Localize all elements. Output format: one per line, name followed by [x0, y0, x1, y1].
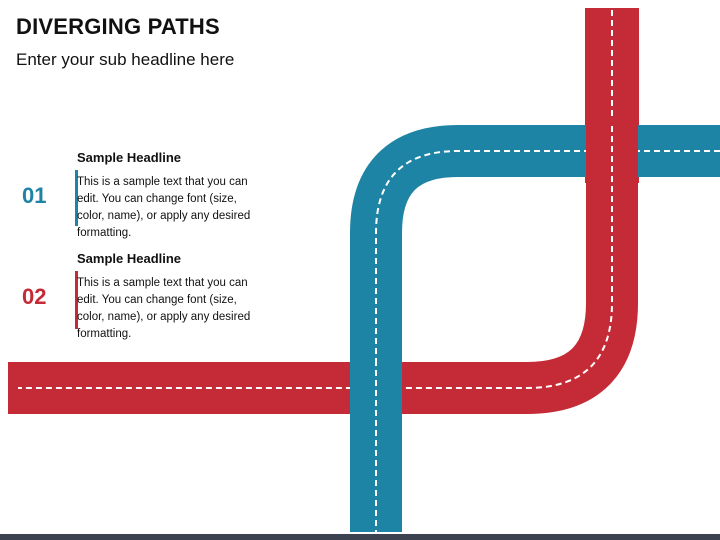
- list-item-01: Sample Headline 01 This is a sample text…: [16, 150, 256, 245]
- blue-path-bottom-segment: [350, 360, 402, 532]
- slide-title: DIVERGING PATHS: [16, 14, 220, 39]
- item-number: 02: [22, 284, 47, 309]
- footer-bar: [0, 534, 720, 540]
- item-divider: [75, 170, 78, 226]
- list-item-02: Sample Headline 02 This is a sample text…: [16, 251, 256, 346]
- item-number: 01: [22, 183, 47, 208]
- item-headline: Sample Headline: [77, 251, 182, 266]
- item-headline: Sample Headline: [77, 150, 182, 165]
- slide-subtitle: Enter your sub headline here: [16, 50, 235, 69]
- item-text: This is a sample text that you can edit.…: [77, 277, 251, 340]
- item-divider: [75, 271, 78, 329]
- red-path: [8, 120, 638, 414]
- item-text: This is a sample text that you can edit.…: [77, 176, 251, 239]
- blue-path: [350, 125, 720, 532]
